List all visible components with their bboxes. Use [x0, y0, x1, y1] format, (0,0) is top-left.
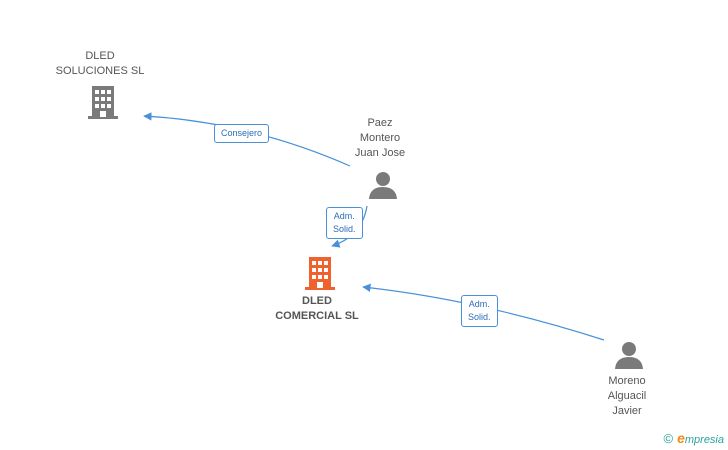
node-label-line: DLED	[85, 50, 115, 62]
node-label-dled-soluciones: DLED SOLUCIONES SL	[50, 49, 150, 79]
edge-label-line: Consejero	[221, 128, 263, 138]
node-label-line: SOLUCIONES SL	[55, 65, 145, 77]
building-icon[interactable]	[304, 255, 336, 291]
brand-initial: e	[677, 430, 685, 446]
building-icon[interactable]	[86, 84, 120, 120]
node-label-paez: Paez Montero Juan Jose	[330, 116, 430, 161]
copyright-symbol: ©	[663, 431, 674, 446]
node-label-line: Moreno	[608, 375, 646, 387]
footer-brand: ©empresia	[663, 430, 724, 446]
person-icon[interactable]	[368, 170, 398, 200]
edge-label-consejero[interactable]: Consejero	[214, 124, 270, 143]
node-label-line: Juan Jose	[354, 147, 406, 159]
edge-label-line: Adm.	[468, 299, 490, 309]
person-icon[interactable]	[614, 340, 644, 370]
node-label-line: Alguacil	[607, 390, 647, 402]
edge-label-line: Solid.	[333, 224, 356, 234]
node-label-line: Javier	[612, 405, 642, 417]
node-label-line: Paez	[367, 117, 393, 129]
edge-label-adm-solid-paez[interactable]: Adm. Solid.	[326, 207, 363, 239]
node-label-line: Montero	[359, 132, 401, 144]
edge-label-line: Adm.	[333, 211, 355, 221]
node-label-line: DLED	[302, 295, 332, 307]
node-label-line: COMERCIAL SL	[275, 310, 359, 322]
edge-label-adm-solid-moreno[interactable]: Adm. Solid.	[461, 295, 498, 327]
node-label-dled-comercial: DLED COMERCIAL SL	[262, 294, 372, 324]
edge-label-line: Solid.	[468, 312, 491, 322]
brand-name: mpresia	[684, 434, 724, 446]
node-label-moreno: Moreno Alguacil Javier	[577, 374, 677, 419]
